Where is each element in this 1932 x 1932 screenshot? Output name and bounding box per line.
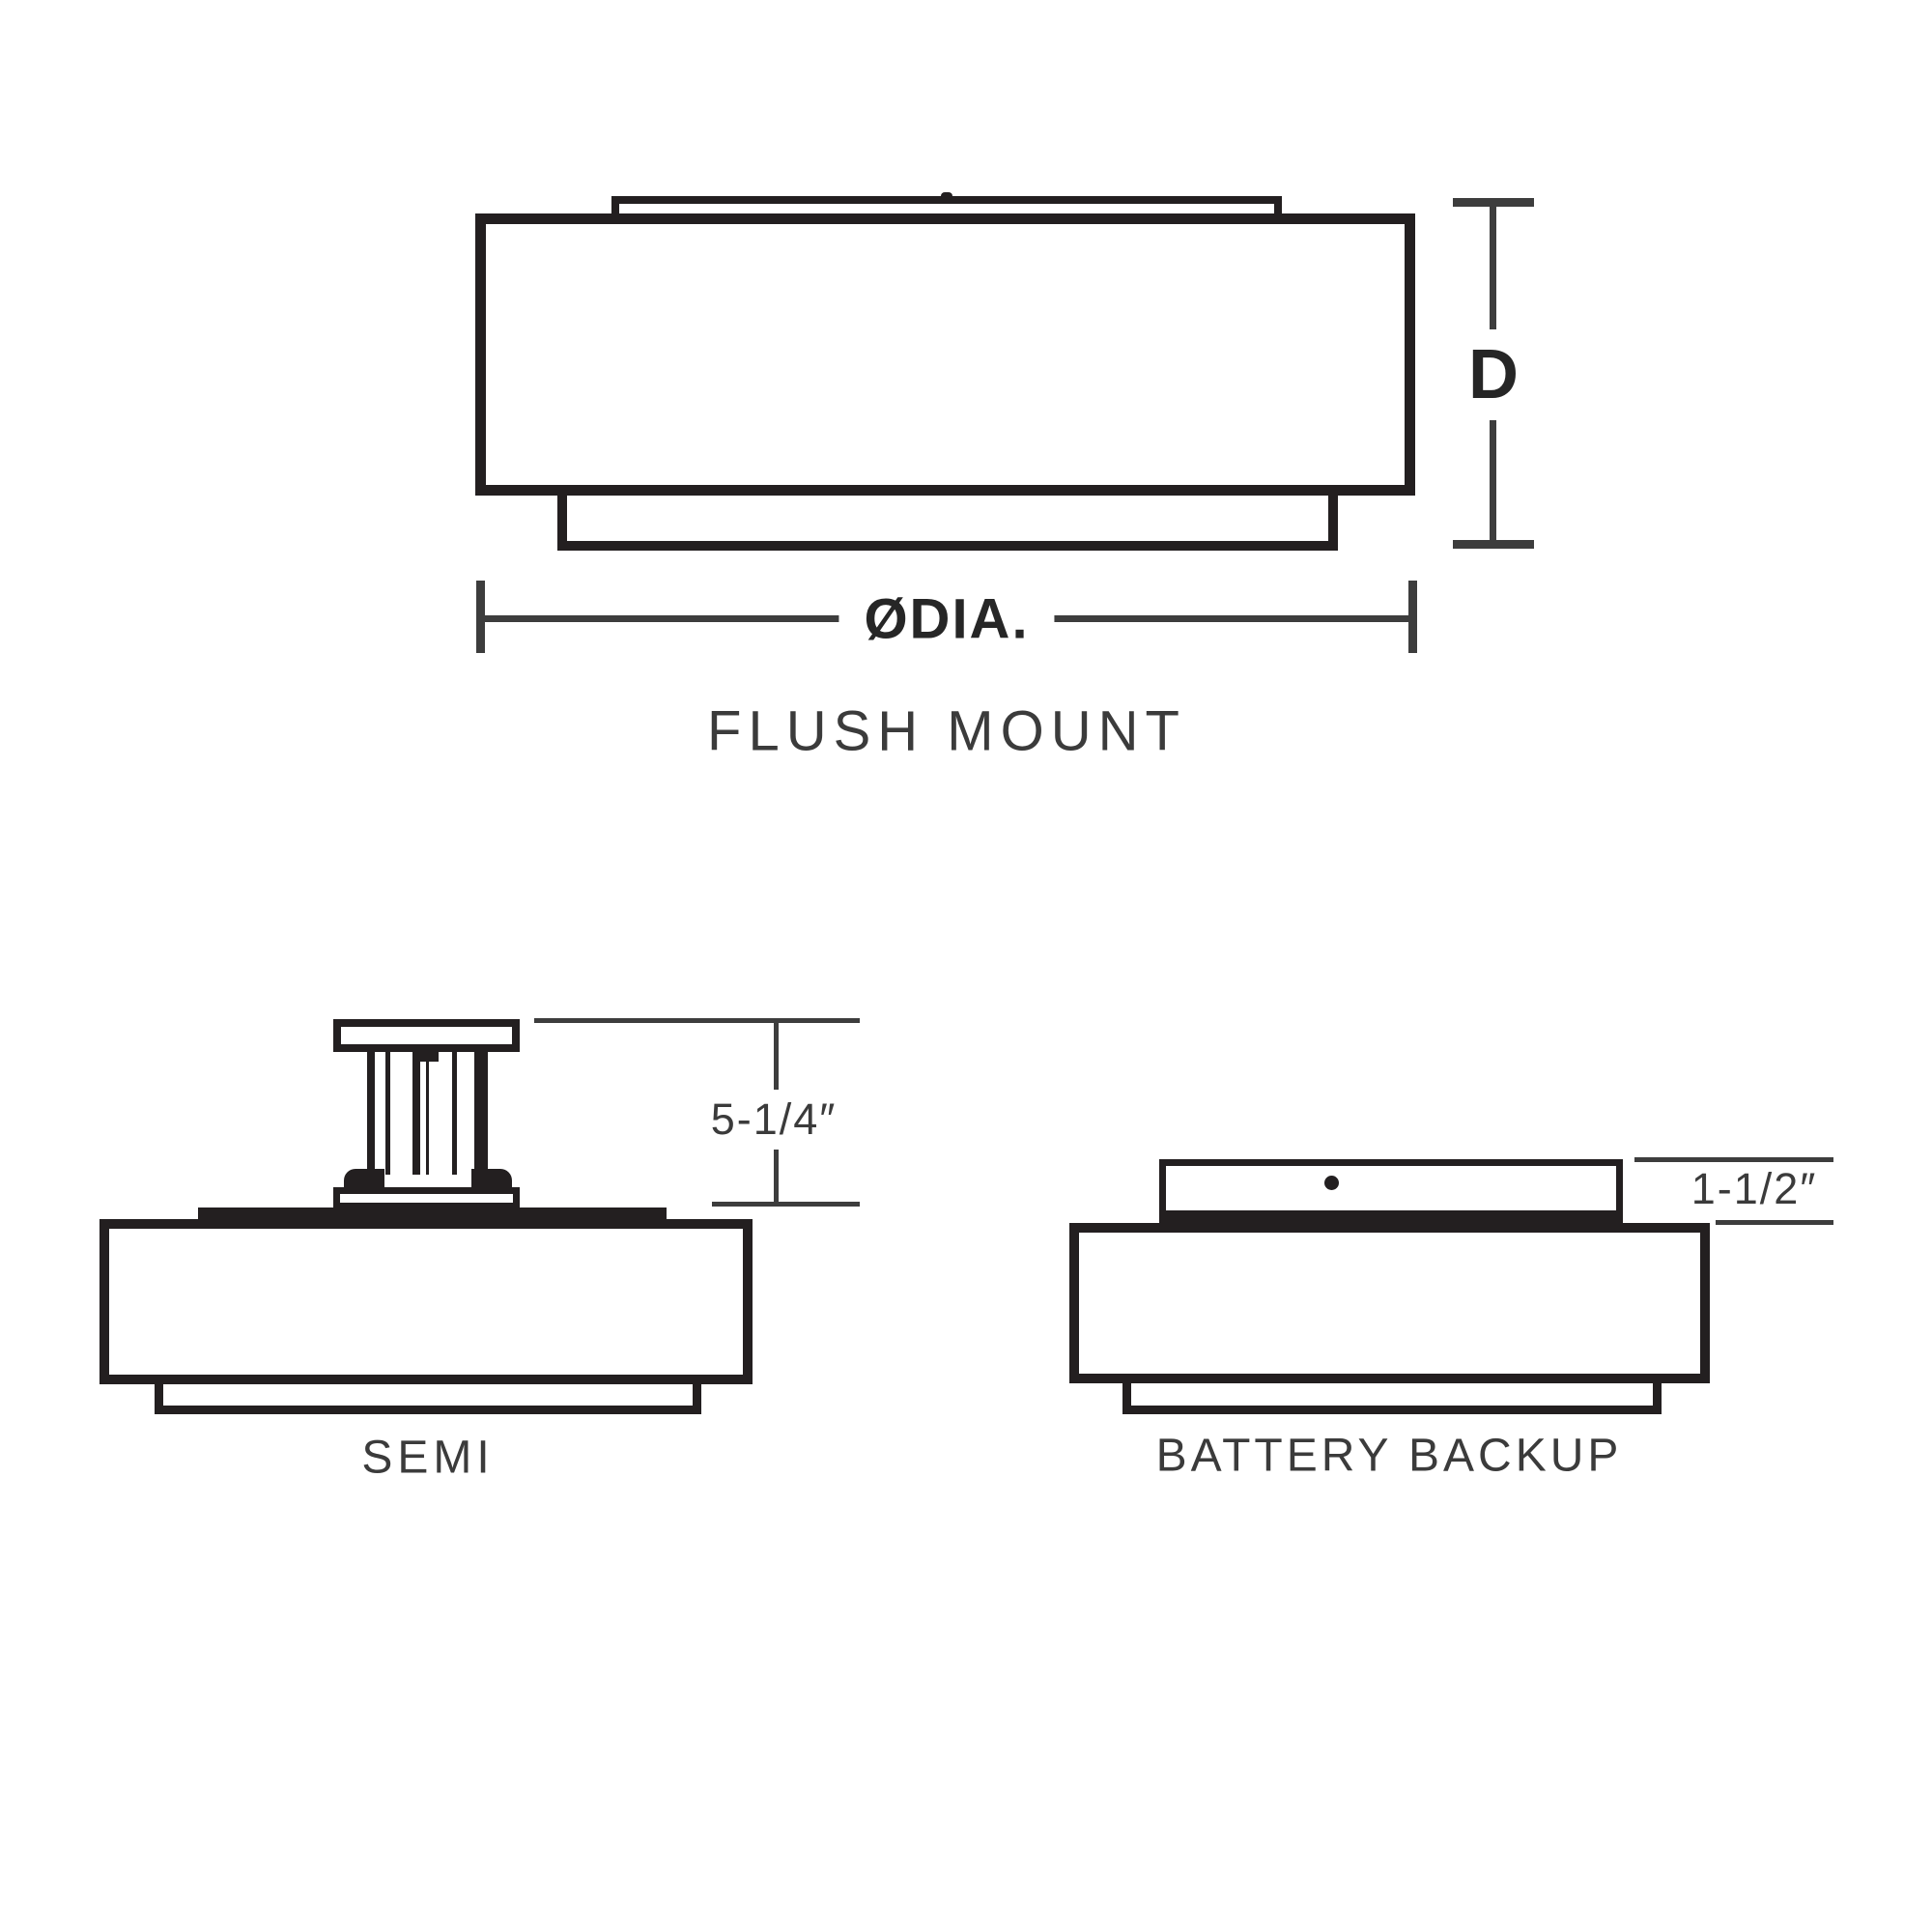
flush-mount-trim-band <box>557 496 1338 551</box>
battery-trim-band <box>1122 1383 1662 1414</box>
semi-stem-height-label: 5-1/4″ <box>702 1091 845 1149</box>
semi-dim-ref-line-top <box>534 1018 860 1023</box>
depth-dim-tick-top <box>1453 198 1534 207</box>
battery-dim-ref-line-bottom <box>1716 1220 1833 1225</box>
semi-dim-line-upper <box>774 1020 779 1090</box>
semi-stem-foot-right <box>471 1169 512 1190</box>
flush-mount-body <box>475 213 1415 496</box>
battery-box <box>1159 1159 1623 1223</box>
battery-box-height-label: 1-1/2″ <box>1685 1162 1824 1216</box>
depth-dim-line-upper <box>1490 205 1496 336</box>
battery-body <box>1069 1223 1710 1383</box>
semi-stem-rod <box>385 1050 390 1175</box>
semi-dim-line-lower <box>774 1150 779 1205</box>
semi-trim-band <box>155 1384 701 1414</box>
battery-backup-caption: BATTERY BACKUP <box>1155 1430 1623 1482</box>
semi-stem-rod <box>412 1050 420 1175</box>
semi-body <box>99 1219 753 1384</box>
depth-dim-line-lower <box>1490 413 1496 545</box>
semi-shade-rim <box>198 1208 667 1219</box>
battery-dim-ref-line-top <box>1634 1157 1833 1162</box>
semi-canopy <box>333 1019 520 1052</box>
battery-indicator-dot <box>1324 1176 1339 1190</box>
semi-stem-rod <box>452 1050 457 1175</box>
semi-stem-rod <box>367 1050 375 1175</box>
semi-stem-foot-left <box>344 1169 384 1190</box>
semi-stem-rod <box>426 1062 429 1175</box>
flush-mount-caption: FLUSH MOUNT <box>707 699 1186 763</box>
flush-mount-canopy-screw-dot <box>941 192 952 200</box>
semi-dim-ref-line-bottom <box>712 1202 860 1207</box>
semi-stem-rod-cap <box>419 1050 439 1062</box>
diameter-label: ØDIA. <box>838 586 1055 652</box>
semi-caption: SEMI <box>361 1432 495 1484</box>
semi-base-plate <box>333 1187 520 1209</box>
depth-label: D <box>1464 329 1522 420</box>
semi-stem-rod <box>474 1050 488 1175</box>
